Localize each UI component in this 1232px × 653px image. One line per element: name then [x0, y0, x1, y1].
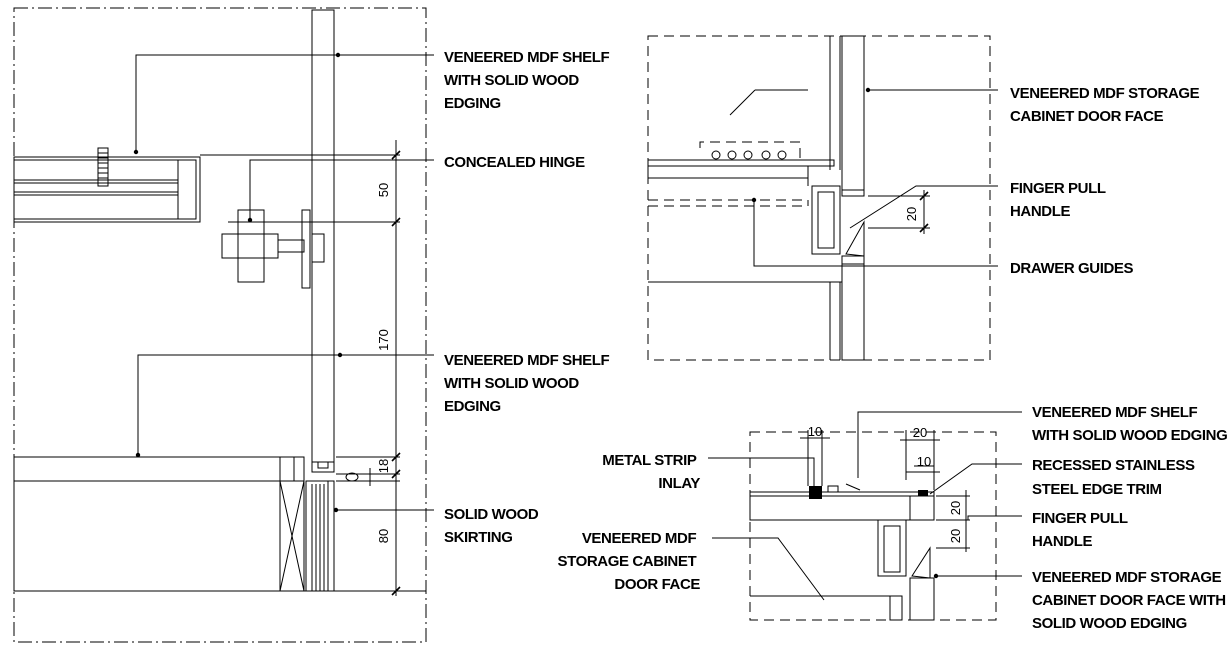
dim-18: 18 [376, 459, 391, 473]
dim-20-pull: 20 [948, 529, 963, 543]
bottom-right-border [749, 431, 997, 621]
metal-strip-icon [809, 486, 822, 499]
shelf-screw-icon [97, 147, 109, 187]
top-right-detail: 20 VENEERED MDF STORAGE CABINET DOOR FAC… [647, 35, 1203, 361]
top-right-border [647, 35, 991, 361]
label-skirting: SOLID WOOD SKIRTING [444, 506, 542, 546]
label-drawer-guides: DRAWER GUIDES [1010, 260, 1134, 277]
label-concealed-hinge: CONCEALED HINGE [444, 154, 585, 171]
label-shelf-top: VENEERED MDF SHELF WITH SOLID WOOD EDGIN… [444, 49, 613, 112]
dim-170: 170 [376, 329, 391, 351]
finger-pull-icon [845, 220, 865, 257]
label-shelf-edging: VENEERED MDF SHELF WITH SOLID WOOD EDGIN… [1032, 404, 1227, 444]
dim-20-shelf: 20 [948, 501, 963, 515]
dim-10-strip: 10 [808, 424, 822, 439]
dim-80: 80 [376, 529, 391, 543]
label-shelf-bottom: VENEERED MDF SHELF WITH SOLID WOOD EDGIN… [444, 352, 613, 415]
left-detail: 50 170 18 80 VENEERED MDF SHELF WITH SOL… [13, 7, 613, 643]
bottom-shelf [13, 456, 335, 592]
cabinet-door-panel [311, 9, 335, 473]
top-shelf [13, 147, 201, 223]
label-finger-pull: FINGER PULL HANDLE [1010, 180, 1109, 220]
label-door-face-right: VENEERED MDF STORAGE CABINET DOOR FACE W… [1032, 569, 1229, 632]
edge-trim-icon [918, 490, 928, 496]
dim-20-top: 20 [913, 425, 927, 440]
dim-10-trim: 10 [917, 454, 931, 469]
concealed-hinge-icon [221, 209, 325, 289]
dim-50: 50 [376, 183, 391, 197]
left-detail-border [13, 7, 427, 643]
label-metal-strip: METAL STRIP INLAY [602, 452, 700, 492]
bottom-right-detail: 10 20 10 20 20 VENEERED MDF SHELF WITH S… [557, 404, 1229, 632]
label-finger-pull-bottom: FINGER PULL HANDLE [1032, 510, 1131, 550]
solid-wood-skirting [305, 480, 335, 592]
dim-20-finger-pull: 20 [904, 207, 919, 221]
label-door-face: VENEERED MDF STORAGE CABINET DOOR FACE [1010, 85, 1203, 125]
label-door-face-left: VENEERED MDF STORAGE CABINET DOOR FACE [557, 530, 700, 593]
label-edge-trim: RECESSED STAINLESS STEEL EDGE TRIM [1032, 457, 1198, 498]
